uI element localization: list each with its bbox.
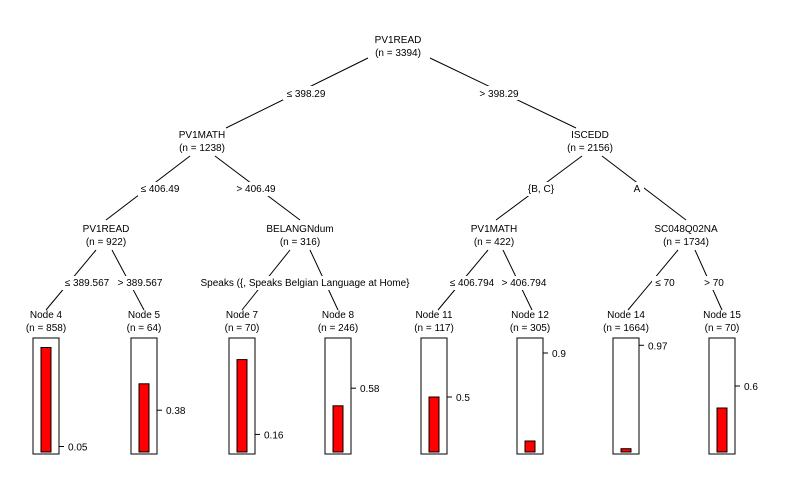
leaf-box: [612, 337, 640, 455]
edge-label-10-11: ≤ 406.794: [450, 278, 495, 289]
edge-label-1-9: > 398.29: [479, 89, 519, 100]
edge-label-9-10: {B, C}: [528, 184, 555, 195]
node-1-variable: PV1READ: [375, 35, 422, 46]
leaf-label: Node 11: [415, 310, 453, 321]
terminal-node: Node 14 (n = 1664) 0.97: [603, 310, 668, 455]
leaf-count: (n = 858): [26, 323, 66, 334]
node-3-variable: PV1READ: [83, 224, 130, 235]
edge-label-3-5: > 389.567: [118, 278, 163, 289]
node-13-count: (n = 1734): [663, 237, 709, 248]
node-10: PV1MATH (n = 422): [471, 224, 518, 248]
node-10-variable: PV1MATH: [471, 224, 518, 235]
leaf-axis-label: 0.6: [744, 382, 758, 393]
edge-label-6-split: Speaks ({, Speaks Belgian Language at Ho…: [200, 278, 410, 289]
node-9: ISCEDD (n = 2156): [567, 130, 613, 154]
edge-label-1-2: ≤ 398.29: [287, 89, 326, 100]
leaf-axis-label: 0.5: [456, 393, 470, 404]
leaf-axis-label: 0.16: [264, 430, 284, 441]
leaf-count: (n = 64): [127, 323, 162, 334]
node-1-count: (n = 3394): [375, 48, 421, 59]
leaf-axis-label: 0.58: [360, 384, 380, 395]
leaf-count: (n = 1664): [603, 323, 649, 334]
node-9-variable: ISCEDD: [571, 130, 609, 141]
terminal-node: Node 5 (n = 64) 0.38: [127, 310, 186, 455]
leaf-axis-label: 0.38: [166, 406, 186, 417]
leaf-count: (n = 246): [318, 323, 358, 334]
leaf-axis-label: 0.9: [552, 349, 566, 360]
leaf-label: Node 4: [30, 310, 63, 321]
node-6-variable: BELANGNdum: [266, 224, 333, 235]
leaf-label: Node 5: [128, 310, 161, 321]
edge-label-13-15: > 70: [704, 278, 724, 289]
leaf-bar: [716, 407, 728, 453]
terminal-node: Node 15 (n = 70) 0.6: [703, 310, 758, 455]
node-3: PV1READ (n = 922): [83, 224, 130, 248]
terminal-node: Node 8 (n = 246) 0.58: [318, 310, 380, 455]
edge-label-3-4: ≤ 389.567: [65, 278, 110, 289]
leaf-label: Node 14: [607, 310, 645, 321]
node-2-variable: PV1MATH: [179, 130, 226, 141]
node-13: SC048Q02NA (n = 1734): [654, 224, 718, 248]
edge-label-2-3: ≤ 406.49: [141, 184, 180, 195]
leaf-count: (n = 305): [510, 323, 550, 334]
node-3-count: (n = 922): [86, 237, 126, 248]
node-2: PV1MATH (n = 1238): [179, 130, 226, 154]
leaf-label: Node 7: [226, 310, 259, 321]
leaf-label: Node 15: [703, 310, 741, 321]
edge-labels: ≤ 398.29 > 398.29 ≤ 406.49 > 406.49 {B, …: [62, 86, 726, 290]
node-1: PV1READ (n = 3394): [375, 35, 422, 59]
node-6: BELANGNdum (n = 316): [266, 224, 333, 248]
leaf-bar: [524, 440, 536, 453]
leaf-box: [516, 337, 544, 455]
inner-nodes: PV1READ (n = 3394) PV1MATH (n = 1238) PV…: [83, 35, 718, 248]
leaf-label: Node 12: [511, 310, 549, 321]
leaf-axis-label: 0.97: [648, 341, 668, 352]
leaf-bar: [138, 383, 150, 453]
node-13-variable: SC048Q02NA: [654, 224, 718, 235]
leaf-label: Node 8: [322, 310, 355, 321]
leaf-bar: [428, 396, 440, 453]
node-9-count: (n = 2156): [567, 143, 613, 154]
edge-label-9-13: A: [634, 184, 641, 195]
leaf-bar: [40, 347, 52, 453]
edge-label-10-12: > 406.794: [502, 278, 547, 289]
leaf-count: (n = 117): [414, 323, 454, 334]
node-6-count: (n = 316): [280, 237, 320, 248]
edge-label-2-6: > 406.49: [236, 184, 276, 195]
node-2-count: (n = 1238): [179, 143, 225, 154]
leaf-count: (n = 70): [705, 323, 740, 334]
terminal-node: Node 11 (n = 117) 0.5: [414, 310, 470, 455]
edge-label-13-14: ≤ 70: [655, 278, 675, 289]
node-10-count: (n = 422): [474, 237, 514, 248]
terminal-node: Node 7 (n = 70) 0.16: [225, 310, 284, 455]
leaf-bar: [332, 405, 344, 453]
terminal-node: Node 4 (n = 858) 0.05: [26, 310, 88, 455]
leaf-bar: [236, 359, 248, 453]
leaf-bar: [620, 448, 632, 453]
terminal-node: Node 12 (n = 305) 0.9: [510, 310, 566, 455]
leaf-axis-label: 0.05: [68, 443, 88, 454]
leaf-count: (n = 70): [225, 323, 260, 334]
